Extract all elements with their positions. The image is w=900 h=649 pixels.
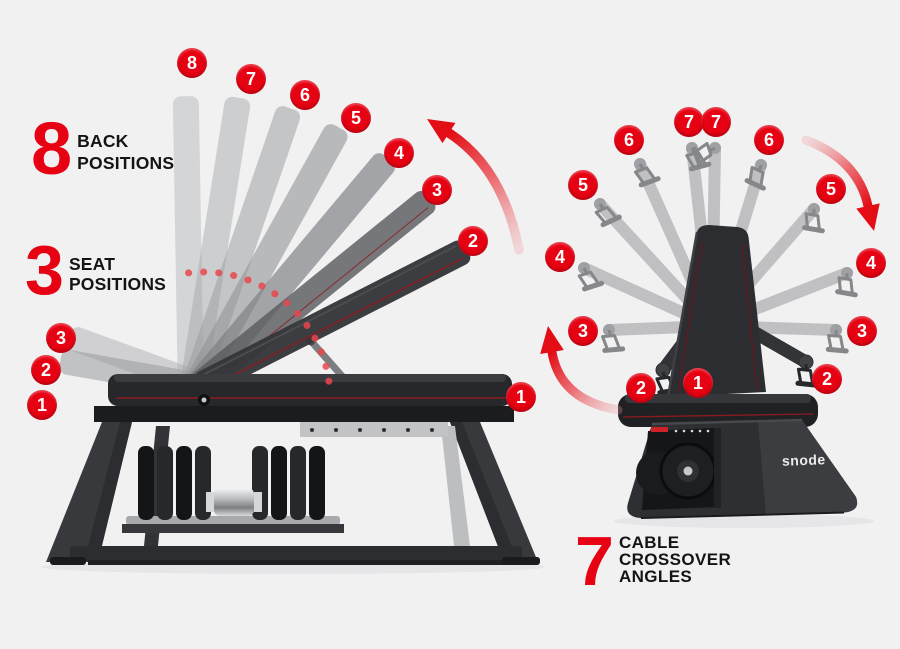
cable-angle-marker: 2 xyxy=(812,364,842,394)
tower-back-pad xyxy=(666,225,766,398)
back-positions-text-line1: BACK xyxy=(77,131,129,152)
cable-angle-marker: 7 xyxy=(674,107,704,137)
seat-positions-count: 3 xyxy=(25,231,64,309)
back-position-pad-fan xyxy=(172,96,471,399)
back-position-marker: 8 xyxy=(177,48,207,78)
back-position-marker: 5 xyxy=(341,103,371,133)
cable-angle-marker: 5 xyxy=(816,174,846,204)
brand-logo: snode xyxy=(782,451,826,469)
back-position-marker: 7 xyxy=(236,64,266,94)
back-position-marker: 6 xyxy=(290,80,320,110)
back-positions-label: 8 BACK POSITIONS xyxy=(31,107,175,190)
cable-angles-text-line2: CROSSOVER xyxy=(618,550,732,569)
tower-base: snode xyxy=(627,418,858,519)
cable-angles-text-line3: ANGLES xyxy=(618,567,693,586)
cable-angles-label: 7 CABLE CROSSOVER ANGLES xyxy=(575,521,732,600)
cable-angle-marker: 6 xyxy=(614,125,644,155)
back-positions-text-line2: POSITIONS xyxy=(77,152,175,173)
cable-angle-marker: 1 xyxy=(683,368,713,398)
stored-dumbbell xyxy=(122,446,344,533)
cable-angle-marker: 2 xyxy=(626,373,656,403)
back-positions-count: 8 xyxy=(31,107,72,190)
seat-position-marker: 1 xyxy=(27,390,57,420)
cable-angle-marker: 5 xyxy=(568,170,598,200)
curved-arrow-left-icon xyxy=(540,326,623,415)
seat-positions-label: 3 SEAT POSITIONS xyxy=(25,231,167,309)
tower-seat-pad xyxy=(618,394,818,427)
back-position-marker: 1 xyxy=(506,382,536,412)
weight-selector-indicator xyxy=(651,427,668,432)
cable-angle-marker: 3 xyxy=(847,316,877,346)
curved-arrow-up-icon xyxy=(427,119,524,255)
flat-bench-pad xyxy=(108,374,512,406)
cable-angle-marker: 4 xyxy=(856,248,886,278)
motion-path-dotted-arc xyxy=(185,268,333,389)
back-position-marker: 3 xyxy=(422,175,452,205)
seat-position-marker: 3 xyxy=(46,323,76,353)
cable-angles-count: 7 xyxy=(575,521,614,600)
bench-figure xyxy=(41,96,545,574)
seat-position-marker: 2 xyxy=(31,355,61,385)
back-position-marker: 2 xyxy=(458,226,488,256)
bench-frame xyxy=(46,406,540,565)
cable-angle-marker: 4 xyxy=(545,242,575,272)
curved-arrow-right-icon xyxy=(801,135,880,231)
cable-tower-figure: snode xyxy=(540,135,880,528)
seat-positions-text-line1: SEAT xyxy=(68,253,116,274)
back-position-marker: 4 xyxy=(384,138,414,168)
cable-angle-marker: 3 xyxy=(568,316,598,346)
seat-positions-text-line2: POSITIONS xyxy=(68,273,167,294)
cable-angle-marker: 6 xyxy=(754,125,784,155)
cable-angles-text-line1: CABLE xyxy=(618,533,680,552)
cable-angle-marker: 7 xyxy=(701,107,731,137)
